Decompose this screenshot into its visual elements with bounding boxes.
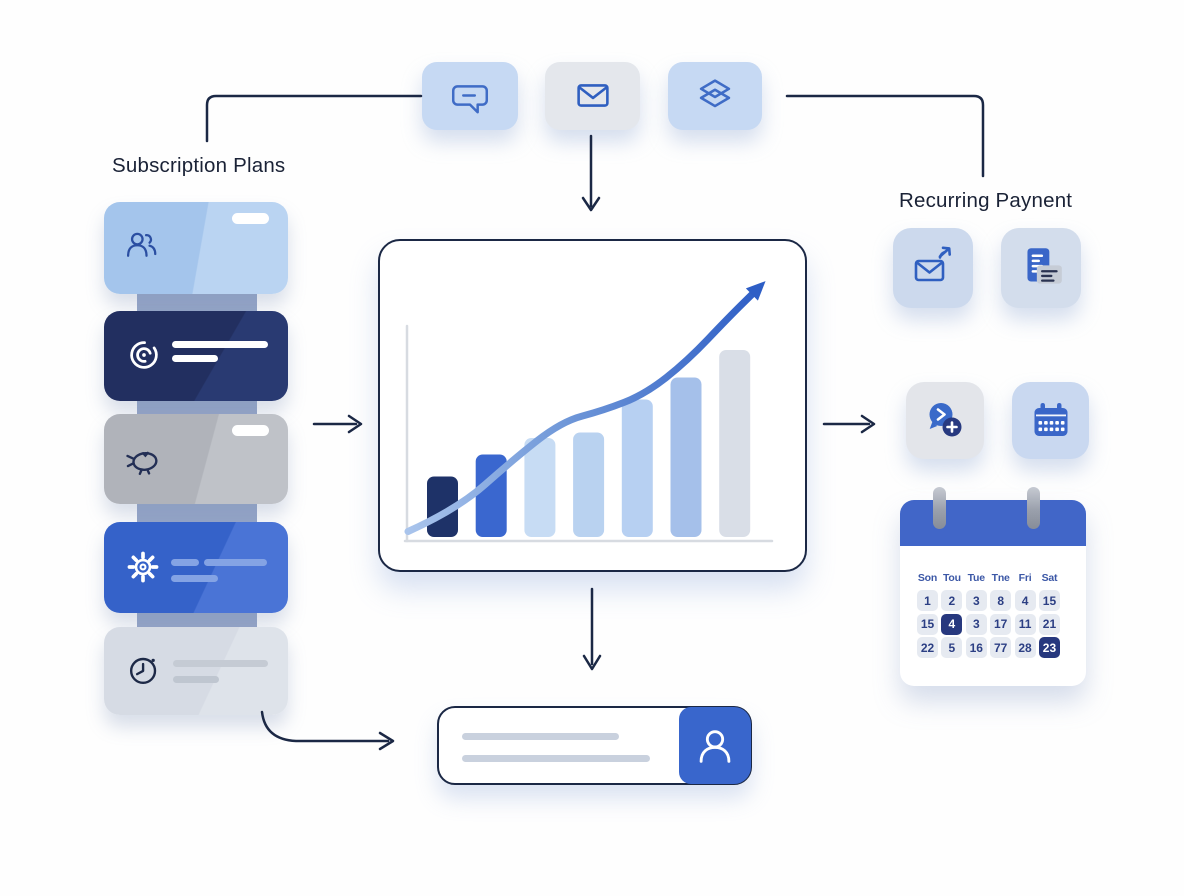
calendar-day-header: Sat [1041, 572, 1058, 584]
calendar-cell[interactable]: 17 [990, 613, 1012, 635]
arrow-chart-to-payment [822, 414, 876, 434]
tile-calendar[interactable] [1012, 382, 1089, 459]
layers-icon [699, 79, 731, 108]
chart-bar [670, 377, 702, 537]
tile-invoice[interactable] [1001, 228, 1081, 308]
calendar-pin-left [933, 487, 946, 529]
calendar-cell[interactable]: 2 [941, 590, 963, 611]
calendar-cell[interactable]: 15 [917, 613, 938, 635]
calendar-day-headers: Son Tou Tue Tne Fri Sat [917, 572, 1060, 584]
card-text-line [173, 660, 268, 667]
calendar-cell[interactable]: 11 [1014, 613, 1036, 635]
plan-card-users[interactable] [104, 202, 288, 294]
chart-bars [427, 350, 751, 537]
search-text-line [462, 755, 650, 762]
calendar-cell[interactable]: 5 [941, 637, 963, 659]
trend-arrowhead [745, 281, 766, 301]
chart-bar [621, 399, 653, 537]
chart-bar [524, 438, 556, 537]
card-pill [232, 213, 269, 224]
card-text-line [173, 676, 219, 683]
chart-trend-line [404, 281, 766, 535]
arrow-top-down [581, 134, 601, 212]
calendar-cell[interactable]: 3 [965, 613, 987, 635]
arrow-plans-to-chart [312, 414, 363, 434]
bird-icon [126, 451, 158, 476]
trend-curve [404, 286, 761, 535]
calendar-day-header: Fri [1018, 572, 1032, 584]
tile-chat[interactable] [422, 62, 518, 130]
calendar-cell[interactable]: 28 [1014, 637, 1036, 659]
chat-bubble-icon [451, 85, 489, 114]
calendar-day-header: Son [917, 572, 938, 584]
mail-send-icon [914, 246, 951, 282]
card-text-line [171, 559, 199, 566]
calendar-day-header: Tou [942, 572, 961, 584]
card-pill [232, 425, 269, 436]
envelope-icon [576, 84, 609, 107]
tile-mail-send[interactable] [893, 228, 973, 308]
growth-chart [403, 281, 774, 543]
calendar-cell[interactable]: 4 [941, 613, 963, 635]
chart-bar [573, 432, 605, 537]
calendar-cell[interactable]: 1 [917, 590, 938, 611]
gear-icon [127, 551, 159, 583]
subscription-plans-title: Subscription Plans [112, 154, 286, 177]
arrow-cards-to-search [260, 710, 395, 751]
tile-chat-add[interactable] [906, 382, 984, 459]
profile-button[interactable] [679, 707, 751, 784]
clock-icon [129, 657, 157, 685]
search-text-line [462, 733, 619, 740]
card-text-line [172, 341, 268, 348]
calendar-day-header: Tue [967, 572, 985, 584]
calendar-day-header: Tne [991, 572, 1010, 584]
card-text-line [204, 559, 267, 566]
person-icon [699, 729, 731, 763]
chat-add-icon [929, 402, 962, 436]
calendar-cell[interactable]: 15 [1038, 590, 1060, 611]
card-text-line [171, 575, 218, 582]
growth-chart-card [378, 239, 807, 572]
chart-bar [719, 350, 751, 537]
plan-card-clock[interactable] [104, 627, 288, 715]
calendar-cell[interactable]: 8 [990, 590, 1012, 611]
calendar-cell[interactable]: 16 [965, 637, 987, 659]
plan-card-target[interactable] [104, 311, 288, 401]
target-icon [130, 341, 158, 369]
arrow-chart-down [582, 587, 602, 671]
calendar-cell[interactable]: 23 [1038, 637, 1060, 659]
calendar-glyph-icon [1034, 402, 1067, 436]
plan-card-bird[interactable] [104, 414, 288, 504]
tile-layers[interactable] [668, 62, 762, 130]
plan-card-gear[interactable] [104, 522, 288, 613]
recurring-payment-title: Recurring Paynent [899, 189, 1073, 212]
calendar-pin-right [1027, 487, 1040, 529]
calendar-cell[interactable]: 4 [1014, 590, 1036, 611]
calendar-cell[interactable]: 22 [917, 637, 938, 659]
invoice-icon [1027, 248, 1062, 284]
card-text-line [172, 355, 218, 362]
users-icon [126, 232, 157, 257]
calendar-cell[interactable]: 77 [990, 637, 1012, 659]
calendar-cell[interactable]: 3 [965, 590, 987, 611]
calendar-cell[interactable]: 21 [1038, 613, 1060, 635]
connector-left [205, 94, 423, 143]
tile-mail[interactable] [545, 62, 640, 130]
connector-right [785, 94, 985, 178]
calendar-header [900, 500, 1086, 546]
profile-search-bar[interactable] [437, 706, 752, 785]
